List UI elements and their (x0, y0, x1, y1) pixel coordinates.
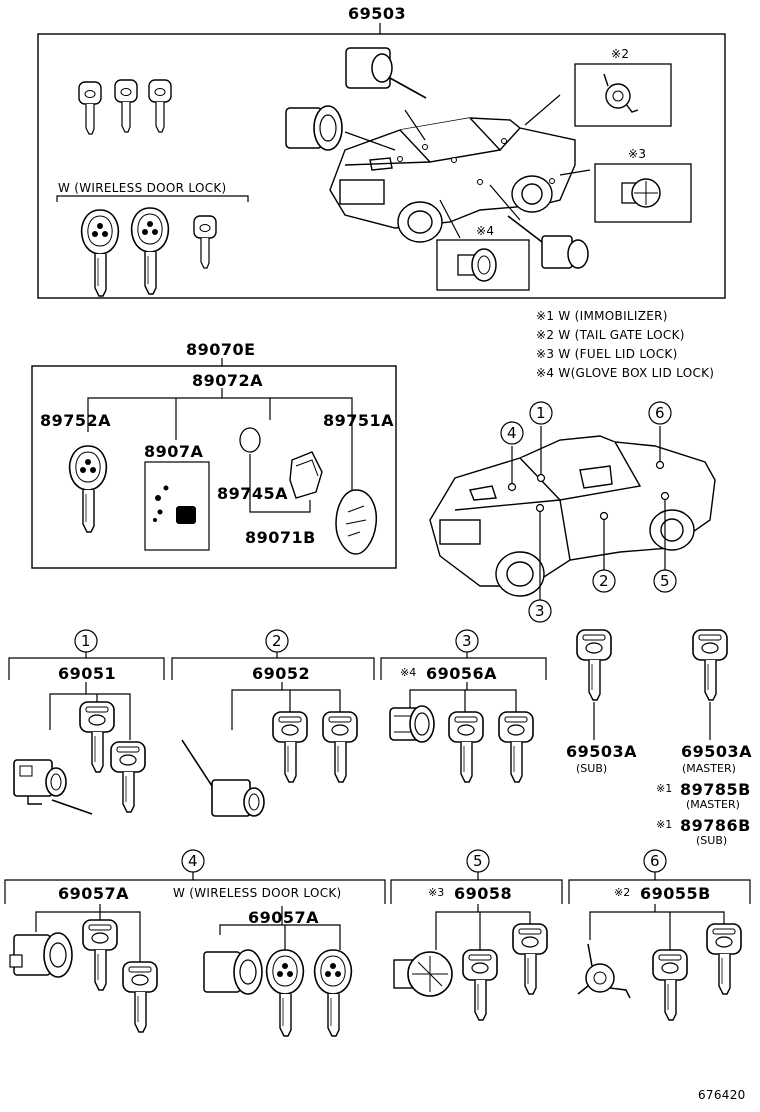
part-number-8907A: 8907A (144, 442, 204, 461)
part-number-89785B: 89785B (680, 780, 751, 799)
callout-3: 3 (535, 602, 545, 620)
part-number-69503A-sub: 69503A (566, 742, 638, 761)
legend-item-4: ※4 W(GLOVE BOX LID LOCK) (536, 366, 715, 380)
part-number-89752A: 89752A (40, 411, 112, 430)
part-number-69057A: 69057A (58, 884, 130, 903)
diagram-id: 676420 (698, 1088, 746, 1102)
mark-1-sub: ※1 (656, 818, 673, 831)
transmitter-box-frame (31, 365, 397, 569)
group-mark-6: ※2 (614, 886, 631, 899)
part-number-89786B: 89786B (680, 816, 751, 835)
callout-1: 1 (536, 404, 546, 422)
mark-4: ※4 (476, 224, 495, 238)
part-number-69057A-wireless: 69057A (248, 908, 320, 927)
wireless-door-lock-label-2: W (WIRELESS DOOR LOCK) (173, 886, 342, 900)
group-mark-3: ※4 (400, 666, 417, 679)
group-mark-5: ※3 (428, 886, 445, 899)
group-circle-3: 3 (462, 632, 472, 650)
callout-5: 5 (660, 572, 670, 590)
wireless-door-lock-label: W (WIRELESS DOOR LOCK) (58, 181, 227, 195)
group-circle-2: 2 (272, 632, 282, 650)
callout-6: 6 (655, 404, 665, 422)
master-label: (MASTER) (682, 762, 736, 775)
part-number-69058: 69058 (454, 884, 513, 903)
sub-label: (SUB) (576, 762, 608, 775)
mark-2: ※2 (611, 47, 630, 61)
mark-1-master: ※1 (656, 782, 673, 795)
legend-item-2: ※2 W (TAIL GATE LOCK) (536, 328, 685, 342)
part-number-69051: 69051 (58, 664, 117, 683)
callout-2: 2 (599, 572, 609, 590)
group-circle-6: 6 (650, 852, 660, 870)
mark-3: ※3 (628, 147, 647, 161)
part-number-89071B: 89071B (245, 528, 316, 547)
part-number-69503: 69503 (348, 4, 407, 23)
legend-item-3: ※3 W (FUEL LID LOCK) (536, 347, 678, 361)
part-number-69052: 69052 (252, 664, 311, 683)
top-box-frame (37, 33, 726, 299)
part-number-69055B: 69055B (640, 884, 711, 903)
master-key-label: (MASTER) (686, 798, 740, 811)
callout-4: 4 (507, 424, 517, 442)
group-circle-1: 1 (81, 632, 91, 650)
sub-key-label: (SUB) (696, 834, 728, 847)
part-number-69503A-master: 69503A (681, 742, 753, 761)
part-number-89751A: 89751A (323, 411, 395, 430)
part-number-89745A: 89745A (217, 484, 289, 503)
group-circle-5: 5 (473, 852, 483, 870)
group-circle-4: 4 (188, 852, 198, 870)
part-number-89072A: 89072A (192, 371, 264, 390)
part-number-69056A: 69056A (426, 664, 498, 683)
part-number-89070E: 89070E (186, 340, 256, 359)
legend-item-1: ※1 W (IMMOBILIZER) (536, 309, 668, 323)
